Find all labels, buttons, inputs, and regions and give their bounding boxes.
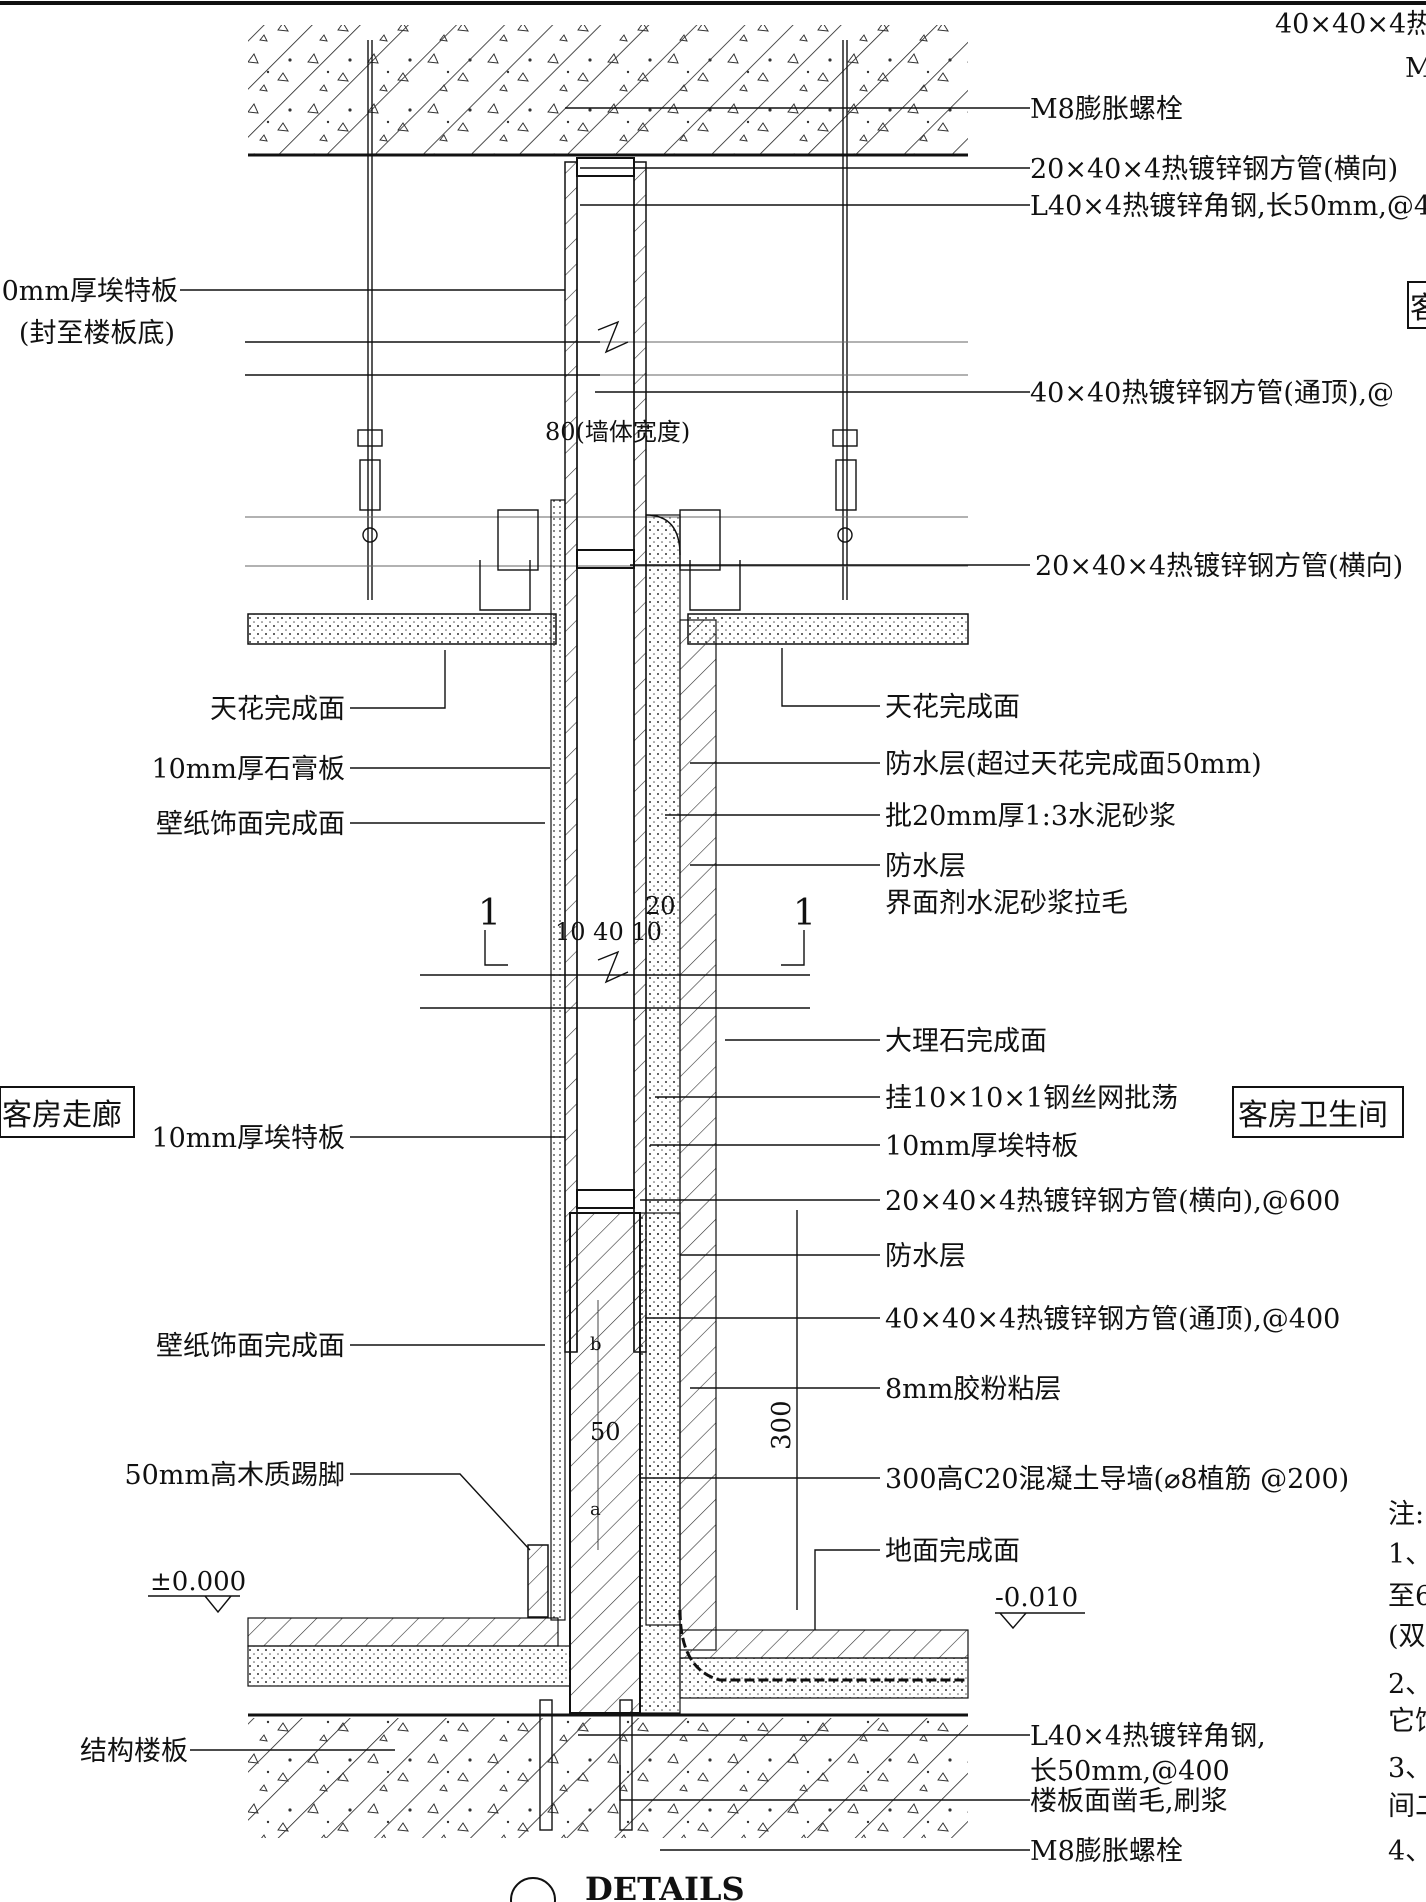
ceiling-grid-lines [245, 341, 968, 611]
label-ceiling-finish-left: 天花完成面 [210, 694, 345, 725]
dim-curb-height: 300 [767, 1400, 797, 1450]
ceiling-left [247, 613, 557, 645]
section-mark-right: 1 [793, 893, 816, 934]
label-ceiling-finish-right: 天花完成面 [885, 692, 1020, 723]
label-seal-to-slab: (封至楼板底) [19, 318, 175, 349]
ceiling-right [687, 613, 969, 645]
label-waterproof-1: 防水层 [885, 851, 966, 882]
break-lines [245, 320, 810, 1009]
label-slab-roughen: 楼板面凿毛,刷浆 [1030, 1786, 1228, 1817]
label-waterproof-2: 防水层 [885, 1241, 966, 1272]
label-tube-through-top: 40×40热镀锌钢方管(通顶),@ [1030, 378, 1394, 409]
label-structural-slab: 结构楼板 [80, 1736, 188, 1767]
label-cement-mortar: 批20mm厚1:3水泥砂浆 [885, 801, 1176, 832]
dim-wall-width: 80(墙体宽度) [545, 418, 690, 446]
label-angle-steel-bottom-2: 长50mm,@400 [1030, 1756, 1230, 1787]
dim-curb-width: 50 [590, 1418, 621, 1446]
room-tag-box-left [0, 1086, 135, 1138]
label-angle-steel-bottom-1: L40×4热镀锌角钢, [1030, 1721, 1266, 1752]
dim-layers: 10 40 10 [555, 918, 662, 946]
room-tag-box-edge [1407, 281, 1426, 329]
section-mark-left: 1 [478, 893, 501, 934]
notes-line-4: 2、 [1388, 1669, 1426, 1700]
label-fiber-cement-top: 10mm厚埃特板 [0, 276, 178, 307]
wood-skirting [527, 1544, 549, 1618]
label-waterproof-above-ceiling: 防水层(超过天花完成面50mm) [885, 749, 1262, 780]
leaders-right [565, 107, 1030, 1851]
label-m8-bolt-top: M8膨胀螺栓 [1030, 94, 1183, 125]
floor-assembly [247, 1609, 969, 1717]
top-right-line-1: 40×40×4热 [1275, 9, 1426, 40]
label-wood-skirting: 50mm高木质踢脚 [124, 1460, 345, 1491]
label-wallpaper-finish-upper: 壁纸饰面完成面 [156, 809, 345, 840]
notes-line-8: 4、 [1388, 1836, 1426, 1867]
notes-line-3: (双 [1388, 1621, 1426, 1652]
detail-callout-circle [510, 1877, 556, 1902]
dim-curb-label-b: b [590, 1334, 602, 1355]
bottom-slab [248, 1718, 968, 1838]
notes-title: 注: [1388, 1499, 1424, 1530]
room-corridor: 客房走廊 [2, 1098, 122, 1133]
hanger-rods [357, 40, 858, 600]
label-m8-bolt-bottom: M8膨胀螺栓 [1030, 1836, 1183, 1867]
top-slab [248, 25, 968, 157]
notes-line-2: 至6 [1388, 1581, 1426, 1612]
label-adhesive-layer: 8mm胶粉粘层 [885, 1374, 1061, 1405]
level-left: ±0.000 [150, 1567, 246, 1597]
notes-line-5: 它饰 [1388, 1706, 1426, 1737]
footer-title: DETAILS [585, 1870, 745, 1902]
label-wallpaper-finish-lower: 壁纸饰面完成面 [156, 1331, 345, 1362]
top-right-line-2: M8 [1405, 53, 1426, 84]
label-tube-horizontal-mid: 20×40×4热镀锌钢方管(横向) [1035, 551, 1403, 582]
label-interface-agent: 界面剂水泥砂浆拉毛 [885, 888, 1128, 919]
concrete-curb [569, 1212, 681, 1714]
notes-line-7: 间二 [1388, 1791, 1426, 1822]
label-fiber-cement-right: 10mm厚埃特板 [885, 1131, 1079, 1162]
room-edge: 客 [1410, 291, 1426, 326]
room-bathroom: 客房卫生间 [1238, 1098, 1388, 1133]
dim-curb-label-a: a [590, 1499, 601, 1520]
notes-line-1: 1、 [1388, 1539, 1426, 1570]
dim-plaster: 20 [645, 892, 676, 920]
label-fiber-cement-left: 10mm厚埃特板 [151, 1123, 345, 1154]
label-floor-finish: 地面完成面 [885, 1536, 1020, 1567]
room-tag-box-right [1232, 1086, 1404, 1138]
wall-assembly [550, 157, 717, 1651]
label-tube-horizontal-top: 20×40×4热镀锌钢方管(横向) [1030, 154, 1398, 185]
label-wire-mesh: 挂10×10×1钢丝网批荡 [885, 1083, 1178, 1114]
level-symbols [148, 1595, 1085, 1630]
label-tube-through-400: 40×40×4热镀锌钢方管(通顶),@400 [885, 1304, 1340, 1335]
label-gypsum-board: 10mm厚石膏板 [151, 754, 345, 785]
level-right: -0.010 [995, 1583, 1078, 1613]
label-marble-finish: 大理石完成面 [885, 1026, 1047, 1057]
notes-line-6: 3、 [1388, 1753, 1426, 1784]
leaders-left [180, 289, 565, 1751]
section-markers [484, 930, 805, 966]
label-tube-horizontal-600: 20×40×4热镀锌钢方管(横向),@600 [885, 1186, 1340, 1217]
label-concrete-curb: 300高C20混凝土导墙(⌀8植筋 @200) [885, 1464, 1349, 1495]
label-angle-steel-top: L40×4热镀锌角钢,长50mm,@400 [1030, 191, 1426, 222]
